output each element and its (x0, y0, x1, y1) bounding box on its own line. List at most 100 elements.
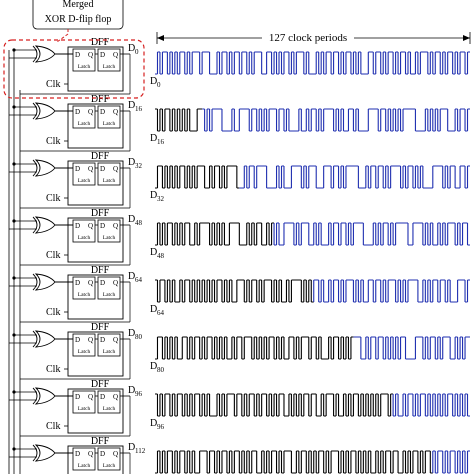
wave-label: D (150, 133, 157, 144)
dff-label: DFF (91, 151, 110, 162)
stage-out-label: D (128, 157, 135, 168)
dff-label: DFF (91, 436, 110, 447)
stage-out-label: D (128, 385, 135, 396)
dff-label: DFF (91, 265, 110, 276)
waveform-panel: D0D16D32D48D64D80D96D112 (150, 51, 470, 474)
latch-pin-d: D (100, 336, 105, 344)
latch-pin-d: D (75, 450, 80, 458)
latch-box (72, 105, 96, 129)
stage-out-sub: 16 (135, 105, 143, 113)
wave-label: D (150, 247, 157, 258)
latch-label: Latch (78, 292, 91, 298)
latch-box (72, 333, 96, 357)
latch-pin-d: D (100, 165, 105, 173)
latch-label: Latch (103, 235, 116, 241)
xor-gate (34, 330, 56, 348)
latch-pin-q: Q (88, 51, 93, 59)
latch-pin-q: Q (88, 222, 93, 230)
dff-label: DFF (91, 379, 110, 390)
latch-pin-d: D (100, 393, 105, 401)
latch-pin-q: Q (113, 165, 118, 173)
latch-pin-q: Q (88, 450, 93, 458)
stage-out-label: D (128, 271, 135, 282)
latch-box (97, 390, 121, 414)
dff-label: DFF (91, 37, 110, 48)
latch-label: Latch (103, 64, 116, 70)
xor-gate (34, 387, 56, 405)
latch-label: Latch (103, 406, 116, 412)
xor-gate (34, 45, 56, 63)
span-arrow-left-head (157, 35, 164, 41)
wave-periodic-segment (155, 51, 470, 75)
dff-label: DFF (91, 322, 110, 333)
xor-back-curve (32, 102, 38, 120)
span-arrow-right-head (463, 35, 470, 41)
latch-pin-d: D (100, 222, 105, 230)
latch-label: Latch (103, 178, 116, 184)
latch-label: Latch (103, 292, 116, 298)
stage-out-sub: 32 (135, 162, 143, 170)
latch-box (97, 276, 121, 300)
clk-label: Clk (46, 136, 60, 147)
latch-pin-q: Q (113, 393, 118, 401)
wave-label-sub: 48 (157, 252, 165, 260)
wave-periodic-segment (432, 450, 470, 474)
latch-pin-q: Q (88, 108, 93, 116)
stage-out-label: D (128, 442, 135, 453)
latch-label: Latch (78, 121, 91, 127)
stage-out-label: D (128, 214, 135, 225)
callout-line2: XOR D-flip flop (45, 14, 112, 25)
latch-pin-d: D (75, 108, 80, 116)
wave-label-sub: 0 (157, 81, 161, 89)
latch-pin-q: Q (88, 336, 93, 344)
xor-back-curve (32, 45, 38, 63)
wave-label-sub: 64 (157, 309, 165, 317)
latch-pin-d: D (75, 222, 80, 230)
dff-label: DFF (91, 94, 110, 105)
latch-box (72, 390, 96, 414)
callout-line1: Merged (63, 0, 94, 10)
stage-out-sub: 96 (135, 390, 143, 398)
latch-label: Latch (78, 349, 91, 355)
latch-box (72, 48, 96, 72)
stage-out-sub: 112 (135, 447, 146, 455)
wave-periodic-segment (273, 222, 470, 246)
latch-pin-q: Q (88, 393, 93, 401)
latch-box (72, 219, 96, 243)
wave-label-sub: 16 (157, 138, 165, 146)
xor-back-curve (32, 444, 38, 462)
xor-gate (34, 216, 56, 234)
stage-out-label: D (128, 43, 135, 54)
wave-initial-segment (155, 450, 433, 474)
stage-out-sub: 64 (135, 276, 143, 284)
annotations: Merged XOR D-flip flop 127 clock periods (32, 0, 471, 44)
wave-label-sub: 80 (157, 366, 165, 374)
latch-pin-d: D (75, 165, 80, 173)
xor-gate (34, 444, 56, 462)
latch-box (97, 447, 121, 471)
latch-pin-q: Q (113, 222, 118, 230)
xor-back-curve (32, 159, 38, 177)
latch-label: Latch (103, 349, 116, 355)
stage-out-sub: 48 (135, 219, 143, 227)
xor-back-curve (32, 387, 38, 405)
